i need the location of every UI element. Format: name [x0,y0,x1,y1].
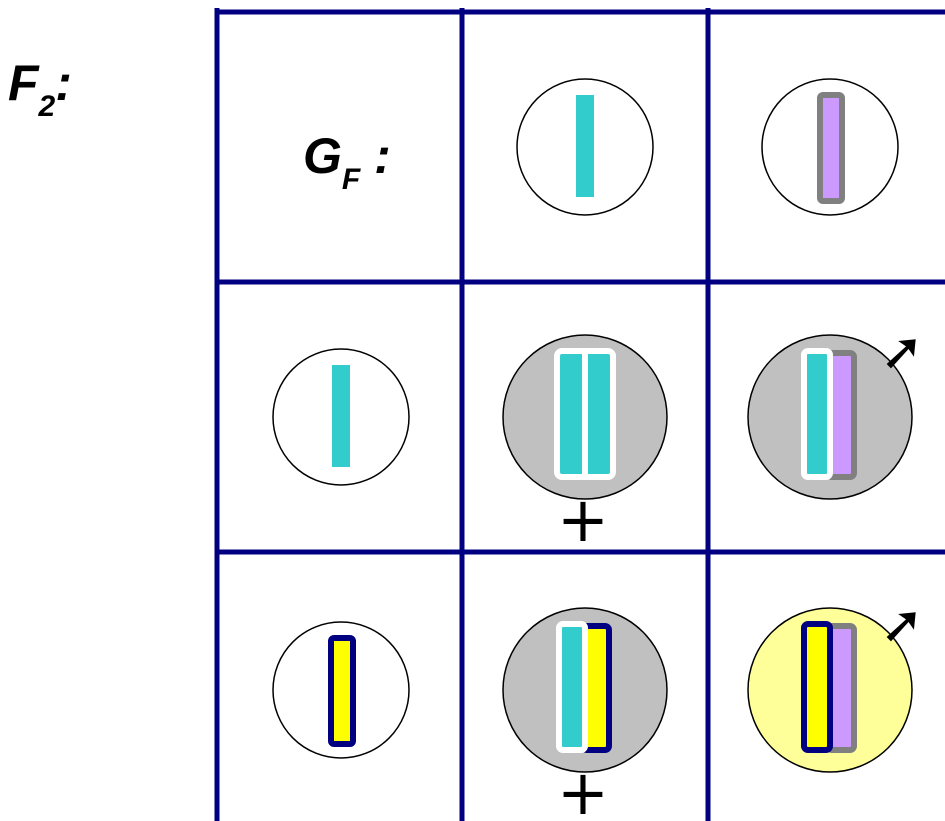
offspring-cell-r1-c1: + [502,334,668,556]
chromosome-cyan [576,95,594,197]
offspring-cell-r2-c1: + [502,607,668,821]
column-gamete-cyan [516,78,654,216]
generation-label: F2: [8,55,72,123]
offspring-cell-r1-c2: ➚ [747,322,924,500]
chromosome-cyan [332,365,350,467]
gametes-label: GF : [303,128,391,196]
male-symbol: ➚ [880,322,924,382]
column-gamete-purple [761,78,899,216]
generation-colon: : [55,55,72,111]
chromosome-yellow [328,635,356,747]
generation-subscript: 2 [38,90,56,123]
gametes-letter: G [303,128,342,184]
female-symbol: + [557,756,609,821]
gametes-colon: : [360,128,391,184]
male-symbol: ➚ [880,595,924,655]
row-gamete-yellow [272,621,410,759]
punnett-grid [214,8,945,821]
offspring-cell-r2-c2: ➚ [747,595,924,773]
chromosome-yellow [801,621,833,753]
chromosome-cyan [801,348,833,480]
generation-letter: F [8,55,40,111]
gametes-subscript: F [342,163,361,196]
chromosome-purple [817,92,845,204]
female-symbol: + [557,483,609,556]
row-gamete-cyan [272,348,410,486]
chromosome-cyan [556,621,588,753]
punnett-cells: + ➚ + ➚ [272,78,924,821]
